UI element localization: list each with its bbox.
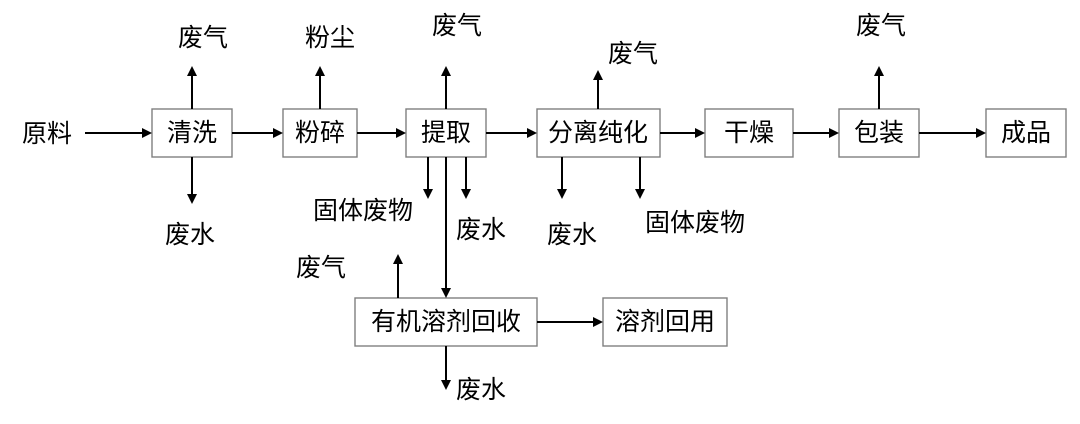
input-label-raw-material: 原料 [22,119,72,148]
node-crushing: 粉碎 [282,108,358,158]
label-recovery-water: 废水 [456,375,506,404]
label-extraction-gas: 废气 [432,11,482,40]
node-separation-label: 分离纯化 [548,118,648,147]
label-separation-solid: 固体废物 [645,208,745,237]
node-packaging-label: 包装 [854,118,904,147]
node-product: 成品 [985,108,1067,158]
label-extraction-solid: 固体废物 [313,196,413,225]
node-separation: 分离纯化 [536,108,661,158]
node-packaging: 包装 [838,108,920,158]
node-cleaning-label: 清洗 [167,118,217,147]
label-recovery-gas: 废气 [296,253,346,282]
node-solvent-reuse-label: 溶剂回用 [615,307,715,336]
node-solvent-recovery-label: 有机溶剂回收 [371,307,521,336]
node-extraction: 提取 [405,108,487,158]
node-drying-label: 干燥 [724,118,774,147]
label-crushing-dust: 粉尘 [305,23,355,52]
node-solvent-recovery: 有机溶剂回收 [354,297,538,347]
label-separation-gas: 废气 [608,39,658,68]
label-packaging-gas: 废气 [856,11,906,40]
label-extraction-water: 废水 [456,215,506,244]
node-crushing-label: 粉碎 [295,118,345,147]
node-drying: 干燥 [704,108,794,158]
node-extraction-label: 提取 [421,118,471,147]
label-separation-water: 废水 [547,220,597,249]
node-cleaning: 清洗 [151,108,233,158]
label-cleaning-water: 废水 [165,220,215,249]
node-product-label: 成品 [1001,118,1051,147]
node-solvent-reuse: 溶剂回用 [602,297,728,347]
label-cleaning-gas: 废气 [178,23,228,52]
